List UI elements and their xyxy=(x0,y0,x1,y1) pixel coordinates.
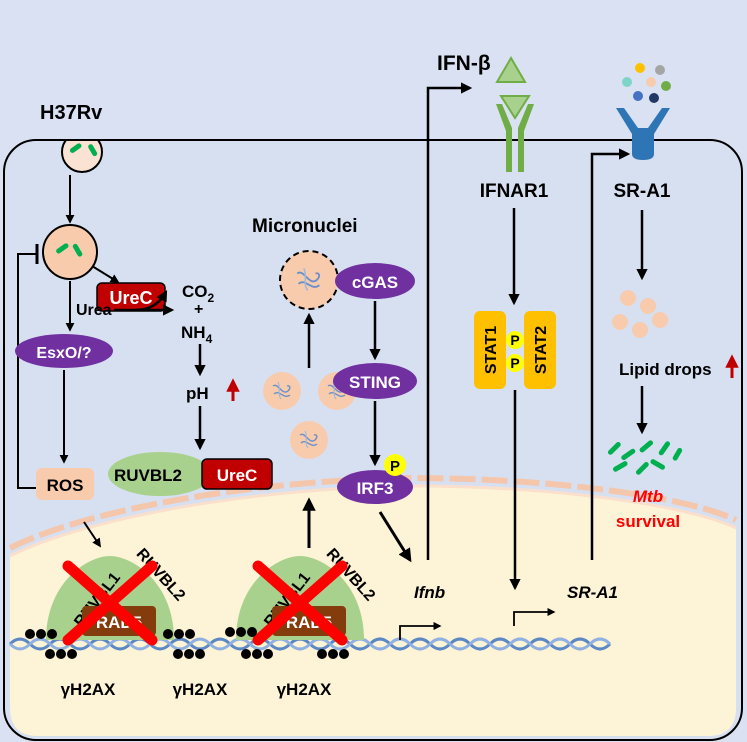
ifnar1-label: IFNAR1 xyxy=(480,181,549,202)
ifnar1-receptor-icon xyxy=(496,104,534,172)
nh4-text: NH xyxy=(181,323,206,342)
irf3-ellipse xyxy=(337,470,413,504)
ifnb-promoter-arrow xyxy=(399,621,442,640)
phagosome-membrane xyxy=(58,124,106,173)
ruvbl2-pill xyxy=(108,452,212,496)
h37rv-label: H37Rv xyxy=(40,102,103,124)
bacterium-icon xyxy=(69,143,82,153)
cross-icon xyxy=(252,560,348,646)
ruvbl2-complex-label: RUVBL2 xyxy=(114,466,182,485)
stat-phospho-badge-1 xyxy=(506,331,524,349)
ph-label: pH xyxy=(186,384,209,403)
arrow-urea-to-co2 xyxy=(135,290,168,312)
arrow-ros-to-dna xyxy=(83,521,101,548)
esxo-label: EsxO/? xyxy=(36,345,91,362)
gamma-h2ax-dots xyxy=(25,627,349,659)
arrow-ifnb-to-secretion xyxy=(426,82,473,560)
mtb-bacteria-icon xyxy=(607,440,683,475)
co2-text: CO xyxy=(182,282,208,301)
nh4-subscript: 4 xyxy=(206,332,213,346)
stat-phospho-badge-2 xyxy=(506,354,524,372)
ros-label: ROS xyxy=(47,476,84,495)
lipid-drops-label: Lipid drops xyxy=(619,360,712,379)
inhibition-loop xyxy=(17,253,36,489)
micronuclei-cluster xyxy=(263,372,356,459)
ifnb-gene-label: Ifnb xyxy=(414,583,445,602)
stat-phospho-label-1: P xyxy=(510,332,519,348)
bacterium-icon xyxy=(72,243,83,257)
sra1-receptor-icon xyxy=(616,108,670,160)
dna-strand xyxy=(8,637,612,651)
irf3-phospho-badge xyxy=(384,454,406,476)
stat1-box xyxy=(474,311,506,389)
stat1-label: STAT1 xyxy=(483,326,500,374)
gamma-h2ax-label-2: γH2AX xyxy=(173,680,228,699)
urec-complex-label: UreC xyxy=(217,466,258,485)
sting-ellipse xyxy=(333,363,417,399)
urec-label: UreC xyxy=(109,288,152,308)
nuclear-envelope-outer xyxy=(8,474,738,551)
ligand-dots-icon xyxy=(622,63,671,103)
bacterium-icon xyxy=(88,144,98,157)
ifn-beta-label: IFN-β xyxy=(437,52,491,75)
phagosome xyxy=(42,224,98,280)
arrow-irf3-to-ifnb xyxy=(378,511,412,563)
mtb-label: Mtb xyxy=(633,487,663,506)
arrow-sra1-gene-to-receptor xyxy=(590,148,631,560)
stat-phospho-label-2: P xyxy=(510,355,519,371)
ifn-beta-triangle-icon xyxy=(499,95,531,120)
cgas-ellipse xyxy=(335,263,415,299)
co2-subscript: 2 xyxy=(208,291,215,305)
ros-box xyxy=(36,468,94,500)
nh4-label: NH4 xyxy=(181,323,213,346)
irf3-phospho-label: P xyxy=(390,458,400,475)
cgas-label: cGAS xyxy=(352,273,398,292)
ifn-beta-triangle-icon xyxy=(495,56,527,83)
micronucleus-dashed xyxy=(279,250,339,310)
plus-label: + xyxy=(194,301,203,318)
gamma-h2ax-label-3: γH2AX xyxy=(277,680,332,699)
survival-label: survival xyxy=(616,512,680,531)
stat2-box xyxy=(524,311,556,389)
urec-complex-box xyxy=(201,458,273,490)
sra1-receptor-label: SR-A1 xyxy=(613,181,670,202)
sting-label: STING xyxy=(349,373,401,392)
co2-label: CO2 xyxy=(182,282,215,305)
nucleus xyxy=(10,486,736,736)
stat2-label: STAT2 xyxy=(533,326,550,374)
bacterium-icon xyxy=(56,243,69,254)
urea-label: Urea xyxy=(76,302,112,319)
arrow-phagosome-to-urec xyxy=(91,265,120,283)
cross-icon xyxy=(62,560,158,646)
irf3-label: IRF3 xyxy=(357,479,394,498)
lipid-drops-icon xyxy=(612,290,668,338)
ruvbl-complex-left: RUVBL1 RUVBL2 RAD5 xyxy=(46,546,188,646)
sra1-promoter-arrow xyxy=(513,607,556,626)
gamma-h2ax-label-1: γH2AX xyxy=(61,680,116,699)
sra1-gene-label: SR-A1 xyxy=(567,583,618,602)
micronuclei-label: Micronuclei xyxy=(252,216,358,237)
esxo-ellipse xyxy=(15,334,113,368)
